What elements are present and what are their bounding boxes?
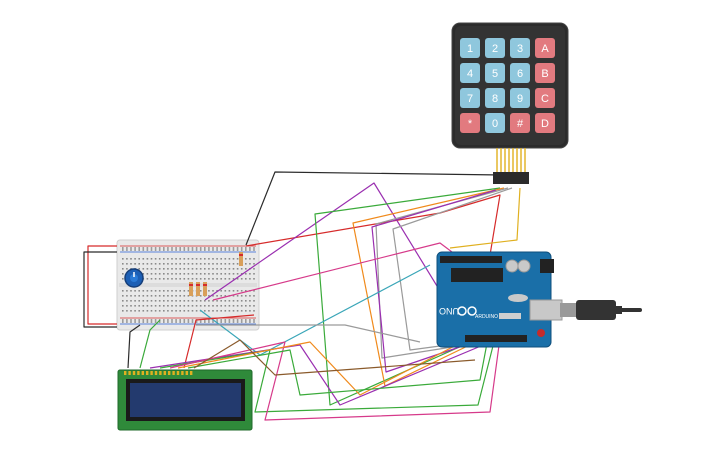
key-0[interactable]: 0 xyxy=(485,113,505,133)
wire-green-lcd-2 xyxy=(159,337,496,413)
key-7[interactable]: 7 xyxy=(460,88,480,108)
key-B[interactable]: B xyxy=(535,63,555,83)
breadboard[interactable] xyxy=(116,239,260,331)
wire-red-arduino xyxy=(245,194,501,256)
key-9[interactable]: 9 xyxy=(510,88,530,108)
key-label: D xyxy=(541,118,549,130)
wire-gray-breadboard xyxy=(196,324,421,343)
wires xyxy=(83,171,521,421)
keypad-header xyxy=(493,172,529,184)
wire-yellow-keypad xyxy=(449,187,521,249)
keypad-keys: 1 2 3 A 4 5 6 B 7 8 9 C * 0 # D xyxy=(460,38,555,133)
key-3[interactable]: 3 xyxy=(510,38,530,58)
key-label: 7 xyxy=(467,93,473,105)
key-1[interactable]: 1 xyxy=(460,38,480,58)
key-label: 0 xyxy=(492,118,498,130)
arduino-logo xyxy=(457,306,477,316)
wire-red-lcd xyxy=(183,314,255,369)
arduino-uno[interactable]: UNO ARDUINO xyxy=(436,251,563,348)
key-5[interactable]: 5 xyxy=(485,63,505,83)
wire-red-breadboard xyxy=(87,245,117,325)
arduino-model-text: ARDUINO xyxy=(475,314,498,320)
key-label: A xyxy=(541,43,549,55)
key-label: C xyxy=(541,93,549,105)
key-4[interactable]: 4 xyxy=(460,63,480,83)
wire-green-lcd xyxy=(139,319,161,369)
key-#[interactable]: # xyxy=(510,113,530,133)
wire-black-top xyxy=(245,171,503,246)
key-8[interactable]: 8 xyxy=(485,88,505,108)
potentiometer[interactable] xyxy=(124,268,144,288)
key-label: 5 xyxy=(492,68,498,80)
wire-magenta-lcd xyxy=(169,337,501,421)
key-label: 1 xyxy=(467,43,473,55)
key-label: 3 xyxy=(517,43,523,55)
key-label: 9 xyxy=(517,93,523,105)
key-C[interactable]: C xyxy=(535,88,555,108)
wire-black-lcd xyxy=(127,324,141,369)
key-label: 8 xyxy=(492,93,498,105)
wire-orange-lcd xyxy=(177,337,471,396)
key-label: 2 xyxy=(492,43,498,55)
keypad[interactable]: 1 2 3 A 4 5 6 B 7 8 9 C * 0 # D xyxy=(451,22,569,184)
wire-black-breadboard xyxy=(83,251,117,328)
key-*[interactable]: * xyxy=(460,113,480,133)
key-6[interactable]: 6 xyxy=(510,63,530,83)
lcd-pins xyxy=(124,371,193,375)
keypad-pins xyxy=(496,148,526,172)
resistors xyxy=(189,252,243,296)
wire-purple-lcd xyxy=(149,337,501,406)
key-label: 4 xyxy=(467,68,473,80)
lcd-module[interactable] xyxy=(117,369,253,431)
wire-brown-lcd xyxy=(193,339,476,376)
key-label: # xyxy=(517,118,524,130)
lcd-screen xyxy=(130,383,241,417)
key-label: * xyxy=(468,118,473,130)
key-2[interactable]: 2 xyxy=(485,38,505,58)
usb-cable xyxy=(560,300,642,320)
key-A[interactable]: A xyxy=(535,38,555,58)
key-label: B xyxy=(541,68,548,80)
key-D[interactable]: D xyxy=(535,113,555,133)
breadboard-holes xyxy=(122,247,255,323)
arduino-brand-text: UNO xyxy=(439,306,459,316)
key-label: 6 xyxy=(517,68,523,80)
